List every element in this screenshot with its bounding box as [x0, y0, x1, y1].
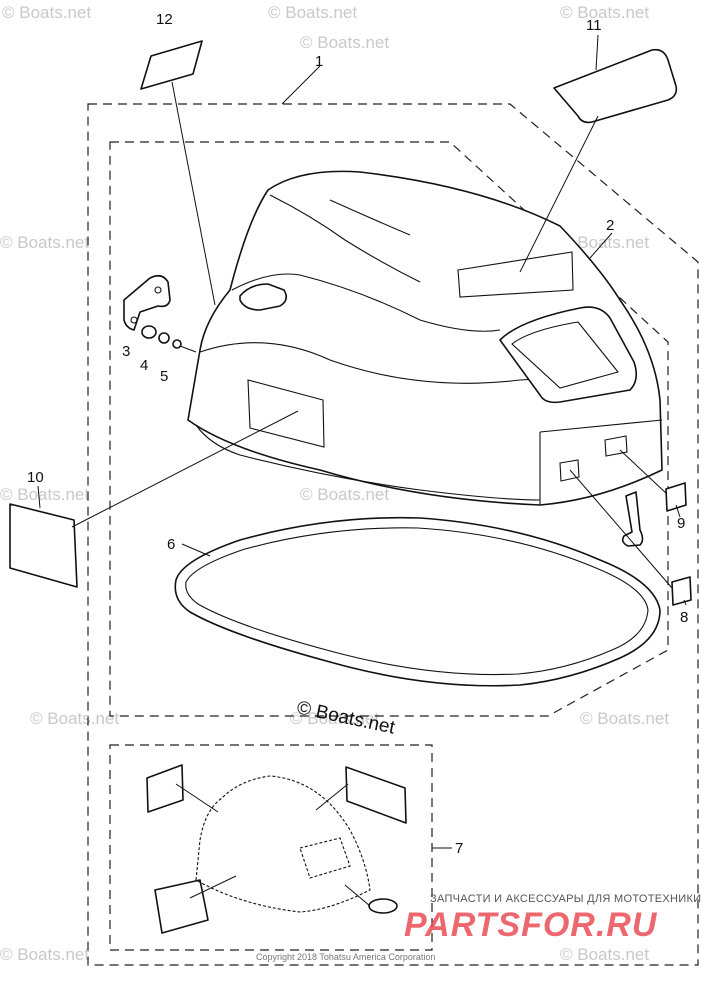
- callout-2: 2: [606, 217, 614, 234]
- callout-5: 5: [160, 368, 168, 385]
- handle-grip: [239, 283, 288, 311]
- shop-caption: ЗАПЧАСТИ И АКСЕССУАРЫ ДЛЯ МОТОТЕХНИКИ: [430, 893, 701, 905]
- callout-labels: 1 2 3 4 5 6 7 8 9 10 11 12: [27, 11, 688, 857]
- callout-6: 6: [167, 536, 175, 553]
- decal-10: [9, 503, 78, 588]
- watermark: © Boats.net: [0, 945, 89, 964]
- callout-8: 8: [680, 609, 688, 626]
- watermark: © Boats.net: [560, 945, 649, 964]
- decal-9: [665, 482, 687, 512]
- watermark: © Boats.net: [2, 3, 91, 22]
- assembly-boundary-inner: [109, 141, 669, 717]
- decal-8: [671, 576, 692, 606]
- callout-11: 11: [586, 17, 602, 34]
- air-intake-opening: [499, 306, 638, 404]
- side-decal-area: [247, 379, 325, 448]
- kit-cowling-body: [195, 775, 371, 913]
- cowling-body: [187, 170, 663, 506]
- latch-bracket: [123, 274, 171, 331]
- watermark: © Boats.net: [268, 3, 357, 22]
- leader-lines: [37, 34, 687, 907]
- callout-4: 4: [140, 357, 148, 374]
- shop-logo: PARTSFOR.RU: [404, 906, 658, 944]
- watermark: © Boats.net: [0, 233, 89, 252]
- center-copyright: © Boats.net: [295, 697, 397, 738]
- watermark: © Boats.net: [580, 709, 669, 728]
- top-cowling: [187, 170, 663, 506]
- watermark: © Boats.net: [0, 485, 89, 504]
- watermark: © Boats.net: [30, 709, 119, 728]
- assembly-boundary-outer: [87, 103, 699, 966]
- callout-3: 3: [122, 343, 130, 360]
- decal-12: [140, 40, 203, 90]
- clip-5: [172, 339, 182, 349]
- kit-decal-left: [146, 764, 184, 813]
- kit-o-ring: [368, 898, 398, 914]
- kit-decal-bottom: [154, 879, 209, 934]
- callout-12: 12: [156, 11, 173, 28]
- kit-cowling: [146, 764, 407, 934]
- decal-11: [553, 48, 678, 124]
- watermark: © Boats.net: [300, 485, 389, 504]
- watermark: © Boats.net: [300, 33, 389, 52]
- hook-bracket: [621, 491, 644, 547]
- footer-copyright: Copyright 2018 Tohatsu America Corporati…: [256, 952, 435, 962]
- watermark: © Boats.net: [290, 709, 379, 728]
- callout-9: 9: [677, 515, 685, 532]
- callout-10: 10: [27, 469, 44, 486]
- washer-4: [158, 332, 170, 344]
- callout-7: 7: [455, 840, 463, 857]
- kit-boundary: [109, 744, 433, 951]
- kit-decal-right: [345, 766, 407, 824]
- front-recess-decal-area: [457, 251, 574, 298]
- cowling-seal: [174, 516, 661, 687]
- watermark: © Boats.net: [560, 233, 649, 252]
- bushing-3: [141, 325, 157, 339]
- callout-1: 1: [315, 53, 323, 70]
- watermark: © Boats.net: [560, 3, 649, 22]
